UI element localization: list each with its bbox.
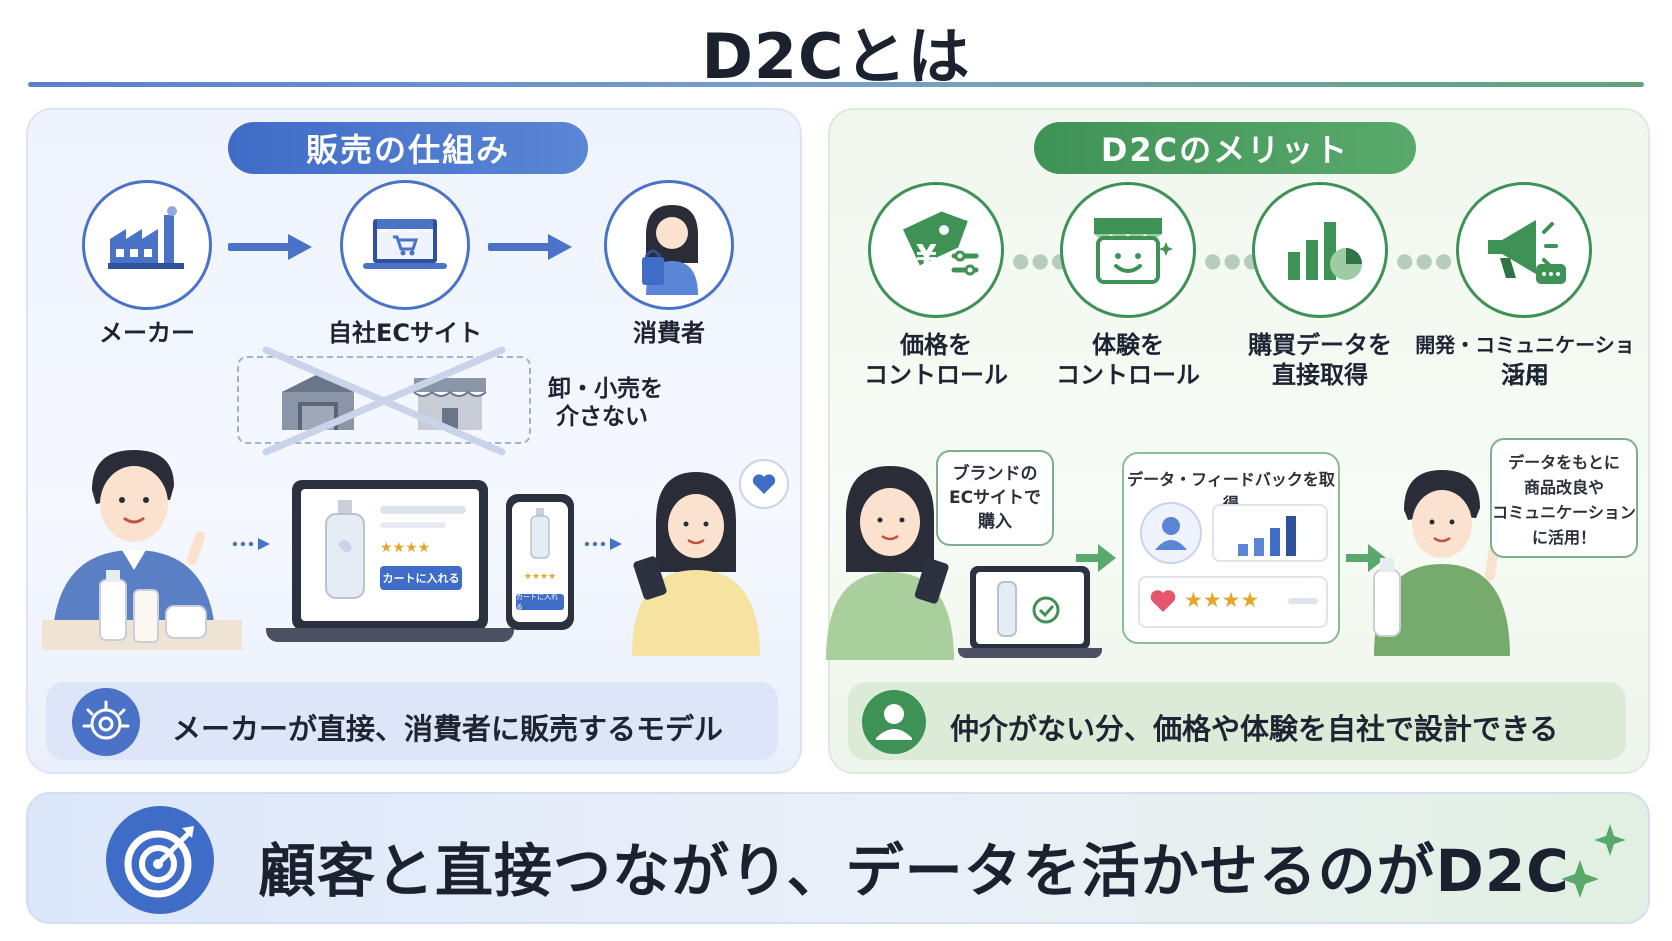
d2c-merits-heading: D2Cのメリット bbox=[1034, 122, 1416, 174]
svg-text:¥: ¥ bbox=[916, 239, 937, 274]
factory-icon bbox=[108, 206, 184, 269]
add-to-cart-button[interactable]: カートに入れる bbox=[380, 566, 462, 590]
merit-data-line2: 直接取得 bbox=[1272, 361, 1368, 389]
rating-stars: ★★★★ bbox=[523, 572, 557, 582]
dotted-arrow-icon bbox=[584, 538, 622, 550]
purchase-check-icon bbox=[997, 581, 1060, 637]
maker-circle bbox=[82, 180, 212, 310]
sparkle-icon bbox=[1561, 824, 1626, 898]
ec-storefront-laptop-icon bbox=[363, 219, 447, 269]
consumer-label: 消費者 bbox=[633, 319, 705, 347]
merit-communication-line2: 活用 bbox=[1501, 361, 1549, 389]
price-tag-icon: ¥ bbox=[903, 211, 979, 276]
dotted-arrow-icon bbox=[232, 538, 270, 550]
laptop-base bbox=[266, 628, 514, 642]
flow-arrow-icon bbox=[228, 234, 312, 260]
merit-price-circle: ¥ bbox=[868, 182, 1004, 318]
heart-icon bbox=[1150, 590, 1176, 612]
maker-staff-illustration bbox=[1373, 470, 1510, 656]
shopper-icon bbox=[642, 205, 698, 295]
green-arrow-icon bbox=[1346, 544, 1386, 572]
dot-connector: ●●● bbox=[1204, 248, 1263, 272]
maker-bubble-line1: データをもとに bbox=[1508, 453, 1620, 472]
merit-price-line2: コントロール bbox=[864, 361, 1008, 389]
right-summary-text: 仲介がない分、価格や体験を自社で設計できる bbox=[950, 712, 1559, 746]
customer-bubble-line2: ECサイトで bbox=[948, 488, 1042, 508]
megaphone-icon bbox=[1488, 220, 1566, 284]
target-gear-icon bbox=[72, 688, 140, 756]
bar-chart-icon bbox=[1238, 516, 1296, 556]
merit-communication-line1: 開発・コミュニケーションに bbox=[1415, 333, 1635, 387]
merit-experience-circle bbox=[1060, 182, 1196, 318]
page-title: D2Cとは bbox=[701, 20, 971, 93]
product-bottle-icon bbox=[325, 500, 365, 599]
right-summary-strip bbox=[848, 682, 1626, 760]
user-avatar-icon bbox=[1140, 502, 1202, 564]
bypass-note-line1: 卸・小売を bbox=[548, 376, 663, 402]
text-line bbox=[1288, 598, 1318, 604]
maker-bubble-line2: 商品改良や bbox=[1523, 478, 1604, 497]
text-line bbox=[380, 506, 466, 514]
merit-price-line1: 価格を bbox=[900, 331, 972, 359]
left-summary-text: メーカーが直接、消費者に販売するモデル bbox=[172, 712, 724, 746]
analytics-chart-icon bbox=[1288, 222, 1362, 280]
maker-bubble-line4: に活用！ bbox=[1531, 528, 1596, 547]
maker-bubble-line3: コミュニケーション bbox=[1492, 503, 1636, 522]
ec-site-circle bbox=[340, 180, 470, 310]
heart-bubble-icon bbox=[739, 459, 789, 509]
maker-label: メーカー bbox=[99, 319, 195, 347]
merit-experience-line1: 体験を bbox=[1092, 331, 1164, 359]
customer-laptop-base bbox=[958, 648, 1102, 658]
customer-person-illustration bbox=[826, 466, 954, 660]
product-bottle-icon bbox=[530, 508, 550, 559]
green-arrow-icon bbox=[1076, 544, 1116, 572]
text-line bbox=[380, 522, 446, 528]
cross-out-icon bbox=[262, 346, 506, 456]
left-summary-strip bbox=[46, 682, 778, 760]
bypass-note-line2: 介さない bbox=[556, 404, 648, 430]
customer-speech-bubble: ブランドの ECサイトで 購入 bbox=[936, 450, 1054, 546]
maker-speech-bubble: データをもとに 商品改良や コミュニケーション に活用！ bbox=[1490, 438, 1638, 558]
merit-experience-line2: コントロール bbox=[1056, 361, 1200, 389]
customer-bubble-line3: 購入 bbox=[978, 512, 1012, 532]
conclusion-text: 顧客と直接つながり、データを活かせるのがD2C bbox=[258, 837, 1570, 905]
dot-connector: ●●● bbox=[1396, 248, 1455, 272]
rating-stars: ★★★★ bbox=[380, 540, 431, 556]
merit-data-circle bbox=[1252, 182, 1388, 318]
sales-structure-heading: 販売の仕組み bbox=[228, 122, 588, 174]
merit-data-line1: 購買データを bbox=[1248, 331, 1392, 359]
smiling-store-icon bbox=[1094, 218, 1173, 284]
feedback-rating-stars: ★★★★ bbox=[1184, 588, 1260, 612]
ec-site-label: 自社ECサイト bbox=[327, 319, 482, 347]
user-icon bbox=[862, 690, 926, 754]
target-arrow-icon bbox=[106, 806, 214, 914]
conclusion-banner bbox=[26, 792, 1650, 924]
merit-communication-circle bbox=[1456, 182, 1592, 318]
flow-arrow-icon bbox=[488, 234, 572, 260]
title-divider bbox=[28, 82, 1644, 87]
consumer-person-illustration bbox=[632, 472, 760, 656]
intermediary-bypass-box bbox=[237, 356, 531, 444]
dot-connector: ●●● bbox=[1012, 248, 1071, 272]
customer-laptop-screen bbox=[976, 572, 1084, 644]
customer-bubble-line1: ブランドの bbox=[952, 464, 1038, 484]
consumer-circle bbox=[604, 180, 734, 310]
maker-person-illustration bbox=[42, 450, 242, 650]
add-to-cart-button[interactable]: カートに入れる bbox=[516, 593, 564, 611]
